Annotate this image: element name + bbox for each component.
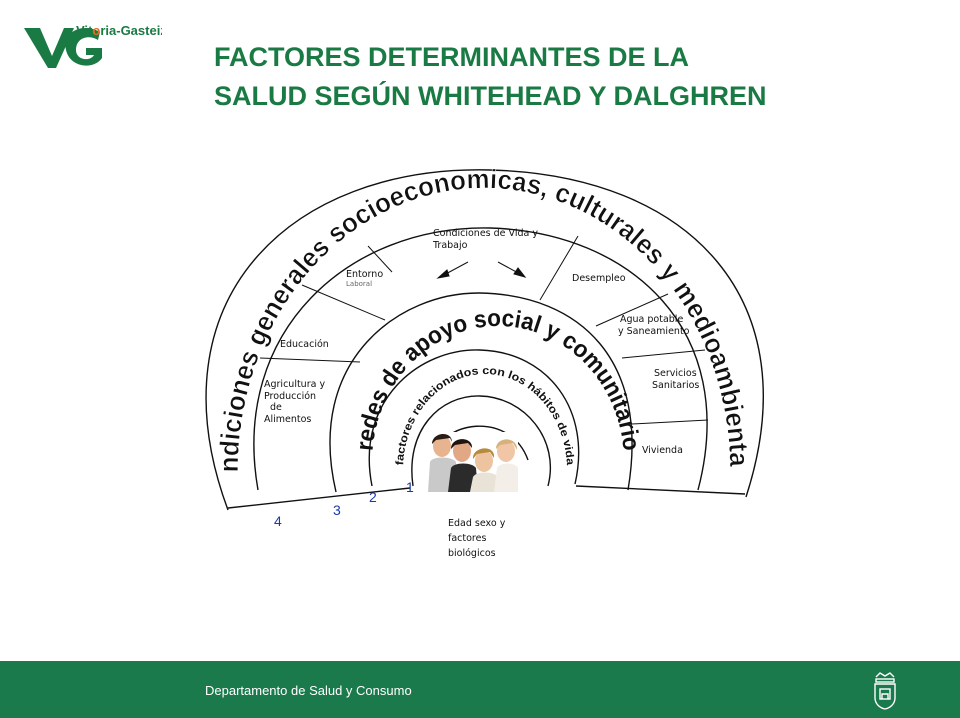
divider: [259, 357, 361, 363]
baseline-line: [227, 487, 411, 509]
arrows: [436, 261, 527, 279]
label-agricultura-3: de: [270, 402, 282, 413]
center-caption: Edad sexo y factores biológicos: [448, 518, 506, 559]
baseline-line-right: [575, 485, 746, 495]
caption-line-2: factores: [448, 533, 486, 544]
label-agricultura-4: Alimentos: [264, 414, 311, 425]
arrow-right-head-icon: [513, 267, 527, 278]
vitoria-gasteiz-logo: Vitoria-Gasteiz: [24, 23, 162, 68]
label-entorno: Entorno: [346, 269, 383, 280]
label-condiciones-2: Trabajo: [432, 240, 468, 251]
label-agricultura-1: Agricultura y: [264, 379, 325, 390]
arc-layer-1: [411, 395, 552, 487]
layer-numbers: 1 2 3 4: [274, 479, 414, 529]
segment-dividers: [259, 235, 709, 425]
slide-title: FACTORES DETERMINANTES DE LA SALUD SEGÚN…: [214, 38, 934, 116]
caption-line-1: Edad sexo y: [448, 518, 506, 529]
label-agua-2: y Saneamiento: [618, 326, 690, 337]
title-line-2: SALUD SEGÚN WHITEHEAD Y DALGHREN: [214, 81, 767, 111]
arc-outer-ring: [205, 169, 764, 511]
footer-department: Departamento de Salud y Consumo: [205, 683, 412, 698]
logo-text-vit: Vit: [76, 23, 93, 38]
layer-number-2: 2: [369, 489, 377, 505]
label-condiciones-1: Condiciones de Vida y: [433, 228, 538, 239]
people-group-photo: [428, 432, 518, 492]
divider: [595, 293, 669, 327]
label-vivienda: Vivienda: [642, 445, 683, 456]
layer-number-1: 1: [406, 479, 414, 495]
label-servicios-1: Servicios: [654, 368, 697, 379]
svg-text:Vitoria-Gasteiz: Vitoria-Gasteiz: [76, 23, 162, 38]
arrow-left-head-icon: [436, 269, 450, 279]
divider: [539, 235, 579, 301]
footer-bar: Departamento de Salud y Consumo: [0, 661, 960, 718]
layer-number-3: 3: [333, 502, 341, 518]
layer-number-4: 4: [274, 513, 282, 529]
segment-labels: Condiciones de Vida y Trabajo Entorno La…: [264, 228, 699, 456]
label-educacion: Educación: [280, 339, 329, 350]
label-servicios-2: Sanitarios: [652, 380, 699, 391]
title-line-1: FACTORES DETERMINANTES DE LA: [214, 42, 690, 72]
label-agua-1: Agua potable: [620, 314, 683, 325]
vg-logo-mark-icon: [24, 28, 102, 68]
logo-text-o: o: [92, 23, 100, 38]
label-agricultura-2: Producción: [264, 391, 316, 402]
city-crest-icon: [874, 672, 896, 710]
label-entorno-sub: Laboral: [346, 280, 372, 288]
logo-text-rest: ria-Gasteiz: [100, 23, 162, 38]
health-determinants-diagram: condiciones generales socioeconomicas, c…: [0, 0, 764, 559]
divider: [301, 284, 386, 321]
divider: [621, 349, 706, 359]
label-desempleo: Desempleo: [572, 273, 626, 284]
diagram-arcs: [205, 169, 764, 511]
arc-layer-4: [253, 227, 708, 491]
divider: [367, 245, 393, 273]
arc-layer-2: [368, 349, 580, 487]
divider: [631, 419, 709, 425]
arc-layer-3: [329, 292, 633, 493]
caption-line-3: biológicos: [448, 548, 496, 559]
